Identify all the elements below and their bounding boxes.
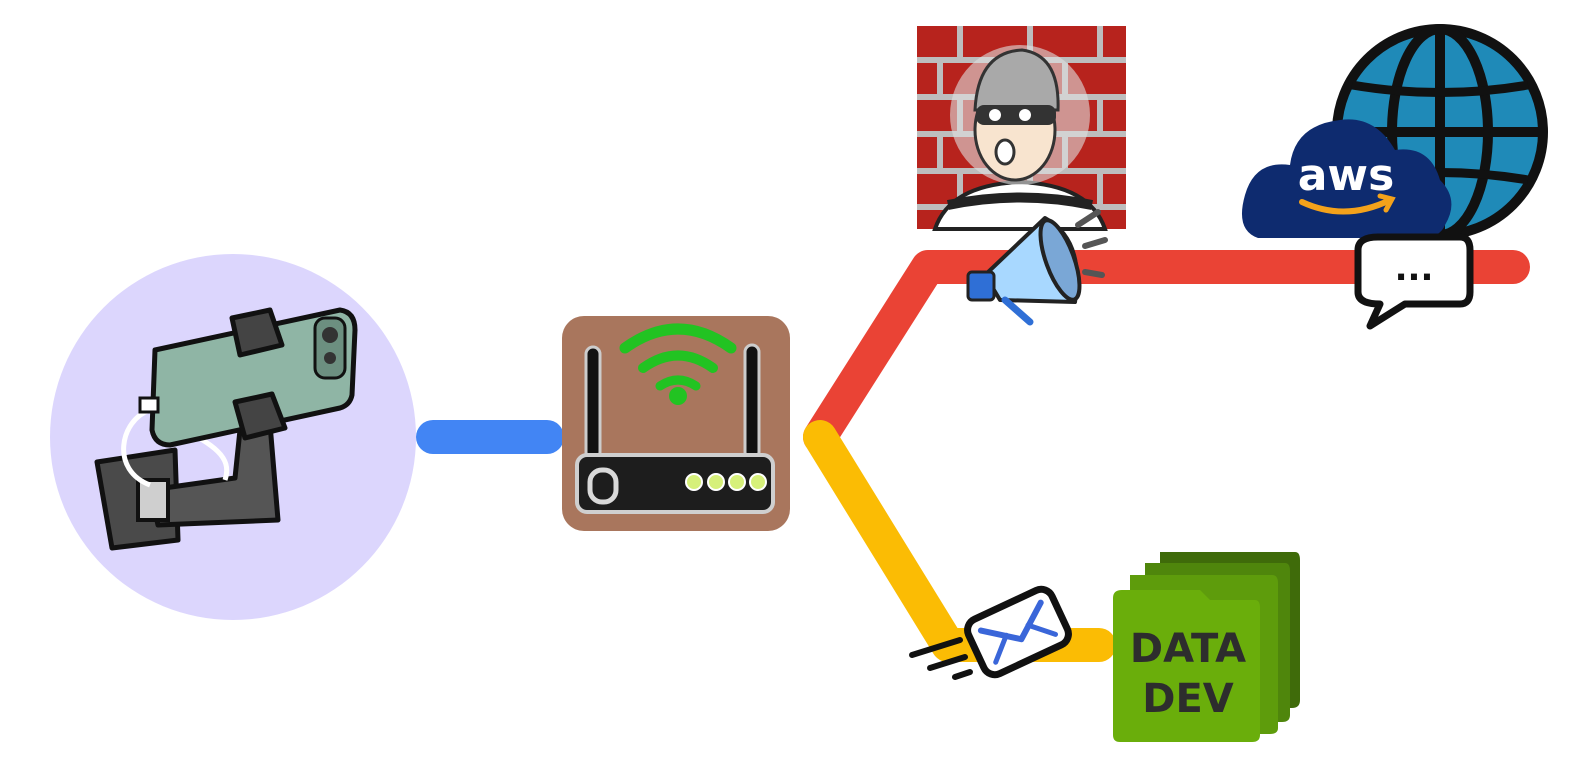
megaphone-icon — [966, 209, 1108, 326]
attacker-node[interactable] — [917, 26, 1126, 231]
security-camera-icon — [94, 307, 358, 551]
envelope-icon — [909, 585, 1072, 680]
chat-bubble-icon: ... — [1354, 233, 1474, 330]
connection-router-internet — [803, 250, 1530, 454]
data-folder-icon: DATA DEV — [1113, 552, 1300, 742]
router-node[interactable] — [562, 316, 790, 531]
datastore-label-line2: DEV — [1142, 676, 1234, 722]
cloud-node[interactable]: aws — [1241, 119, 1452, 238]
aws-smile-icon — [1299, 197, 1393, 215]
camera-background — [50, 254, 416, 620]
aws-cloud-icon: aws — [1241, 119, 1452, 238]
aws-label: aws — [1298, 150, 1395, 201]
wifi-router-icon — [575, 323, 775, 514]
burglar-icon — [932, 45, 1108, 231]
datastore-label-line1: DATA — [1130, 626, 1246, 672]
datastore-node[interactable]: DATA DEV — [1113, 552, 1300, 742]
camera-node[interactable] — [50, 254, 416, 620]
chat-bubble-text: ... — [1395, 249, 1434, 289]
wifi-signal-icon — [619, 323, 737, 391]
